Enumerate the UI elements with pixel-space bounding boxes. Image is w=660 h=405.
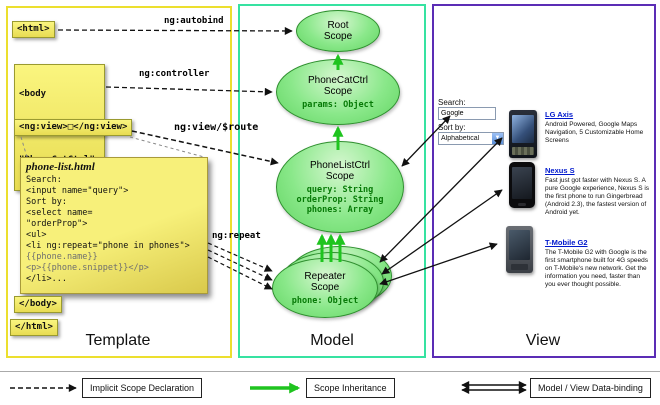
scope-name: Root [327,20,349,31]
code-line: Search: [26,175,62,185]
search-input[interactable] [438,107,496,120]
phone-list-template-note: phone-list.html Search: <input name="que… [20,157,208,294]
scope-name: PhoneCatCtrl [307,74,369,86]
html-open-tag-box: <html> [12,21,55,38]
scope-property: query: String [306,184,374,195]
ng-view-tag-box: <ng:view>□</ng:view> [14,119,133,136]
scope-property: params: Object [302,99,374,110]
phone-description: The T-Mobile G2 with Google is the first… [545,249,648,288]
root-scope-ellipse: Root Scope [296,10,380,52]
code-line: "orderProp"> [26,219,88,229]
scope-name: Scope [310,281,340,293]
scope-name: PhoneListCtrl [309,159,371,171]
phone-link-lg-axis[interactable]: LG Axis [545,110,574,119]
ng-view-route-label: ng:view/$route [174,122,259,133]
legend-scope-inheritance: Scope Inheritance [306,378,395,398]
phone-link-nexus-s[interactable]: Nexus S [545,166,575,175]
code-line: {{phone.name}} [26,252,98,262]
model-section-label: Model [310,332,354,349]
phonelistctrl-scope-ellipse: PhoneListCtrl Scope query: String orderP… [276,141,404,233]
sort-select-value: Alphabetical [441,135,480,142]
dropdown-arrow-icon: ▼ [492,133,503,144]
search-label: Search: [438,98,466,107]
body-open-line-1: <body [19,89,47,99]
html-close-tag-box: </html> [10,319,58,336]
legend-model-view-data-binding: Model / View Data-binding [530,378,651,398]
code-line: </li>... [26,274,67,284]
code-line: <p>{{phone.snippet}}</p> [26,263,149,273]
scope-name: Scope [325,170,355,182]
scope-name: Scope [323,31,353,42]
scope-property: orderProp: String [296,194,384,205]
phone-link-t-mobile-g2[interactable]: T-Mobile G2 [545,238,588,247]
code-line: <ul> [26,230,47,240]
phone-image-lg-axis[interactable] [509,110,537,158]
scope-property: phones: Array [306,204,374,215]
repeater-scope-ellipse: Repeater Scope phone: Object [272,258,378,318]
phonecatctrl-scope-ellipse: PhoneCatCtrl Scope params: Object [276,59,400,125]
view-section-label: View [525,332,561,349]
phone-description: Fast just got faster with Nexus S. A pur… [545,177,650,216]
ng-controller-label: ng:controller [139,69,210,79]
template-section-label: Template [85,332,151,349]
phone-list-filename: phone-list.html [26,161,95,173]
code-line: <select name= [26,208,93,218]
phone-description: Android Powered, Google Maps Navigation,… [545,121,644,144]
template-section-frame [6,6,232,358]
code-line: Sort by: [26,197,67,207]
scope-name: Scope [323,85,353,97]
ng-autobind-label: ng:autobind [164,16,224,26]
sort-select[interactable]: Alphabetical ▼ [438,132,504,145]
ng-repeat-label: ng:repeat [212,231,261,241]
legend-implicit-scope-declaration: Implicit Scope Declaration [82,378,203,398]
phone-image-nexus-s[interactable] [509,162,535,208]
phone-image-t-mobile-g2[interactable] [506,226,533,273]
code-line: <input name="query"> [26,186,129,196]
scope-property: phone: Object [291,295,359,306]
scope-name: Repeater [304,270,346,282]
code-line: <li ng:repeat="phone in phones"> [26,241,190,251]
sort-by-label: Sort by: [438,123,466,132]
body-close-tag-box: </body> [14,296,62,313]
legend-divider [0,371,660,372]
